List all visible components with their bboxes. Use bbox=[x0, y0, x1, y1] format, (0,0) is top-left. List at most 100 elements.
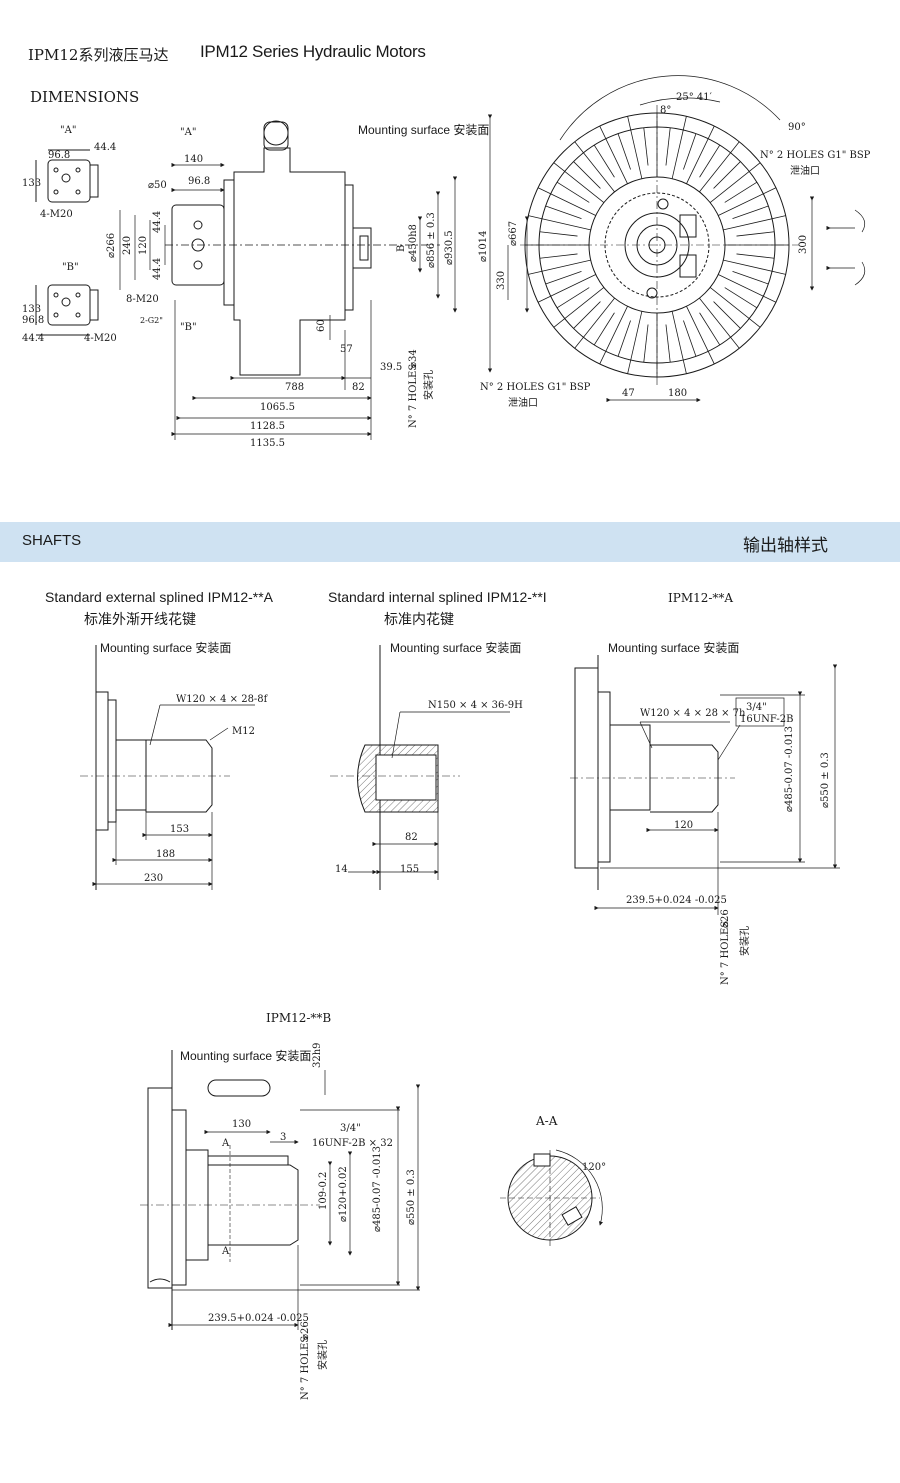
front-holes-top: N° 2 HOLES G1" BSP bbox=[760, 150, 871, 161]
side-b-label: "B" bbox=[180, 322, 197, 333]
shaft-ipm-b-drawing bbox=[140, 1050, 421, 1330]
side-a-label: "A" bbox=[180, 127, 196, 138]
wheel-spoke bbox=[537, 187, 596, 216]
int-mounting: Mounting surface 安装面 bbox=[390, 640, 521, 655]
view-b-dim-133: 133 bbox=[22, 304, 41, 315]
front-angle-8: 8° bbox=[660, 105, 671, 116]
ext-mounting: Mounting surface 安装面 bbox=[100, 640, 231, 655]
wheel-rib bbox=[736, 231, 775, 237]
ipm-b-a-mark-2: A bbox=[221, 1246, 230, 1257]
section-aa-drawing bbox=[500, 1149, 603, 1248]
view-a-dim-133: 133 bbox=[22, 178, 41, 189]
wheel-rib bbox=[556, 181, 590, 203]
wheel-rib bbox=[732, 271, 769, 285]
front-dims bbox=[487, 75, 866, 403]
side-mounting-surface: Mounting surface 安装面 bbox=[358, 122, 489, 137]
wheel-spoke bbox=[686, 125, 715, 184]
wheel-rib bbox=[724, 181, 758, 203]
ipm-a-thread2: 16UNF-2B bbox=[740, 714, 793, 725]
wheel-rib bbox=[556, 287, 590, 309]
wheel-spoke bbox=[671, 116, 687, 179]
dim-2-g2: 2-G2" bbox=[140, 316, 163, 325]
dim-8-m20: 8-M20 bbox=[126, 294, 159, 305]
dim-39-5: 39.5 bbox=[380, 362, 402, 373]
dim-60: 60 bbox=[316, 319, 327, 332]
wheel-rib bbox=[713, 161, 741, 189]
ipm-b-title: IPM12-**B bbox=[266, 1011, 331, 1025]
front-holes-bottom-cn: 泄油口 bbox=[508, 396, 538, 409]
wheel-spoke bbox=[718, 187, 777, 216]
wheel-rib bbox=[539, 231, 578, 237]
int-spline: N150 × 4 × 36-9H bbox=[428, 700, 523, 711]
ipm-a-thread: 3/4" bbox=[746, 702, 767, 713]
shafts-section-bar bbox=[0, 522, 900, 562]
ipm-a-dim-485: ⌀485-0.07 -0.013 bbox=[784, 726, 795, 812]
wheel-spoke bbox=[599, 306, 628, 365]
wheel-spoke bbox=[723, 259, 786, 275]
wheel-spoke bbox=[574, 297, 615, 349]
dim-300: 300 bbox=[798, 235, 809, 254]
view-a-label: "A" bbox=[60, 125, 76, 136]
dim-120: 120 bbox=[138, 236, 149, 255]
wheel-spoke bbox=[709, 287, 761, 328]
wheel-spoke bbox=[723, 215, 786, 231]
ipm-b-dim-239: 239.5+0.024 -0.025 bbox=[208, 1313, 309, 1324]
dim-930: ⌀930.5 bbox=[444, 230, 455, 265]
ipm-a-dim-550: ⌀550 ± 0.3 bbox=[820, 752, 831, 808]
shaft-ipm-a-drawing bbox=[570, 655, 840, 915]
ipm-b-thread: 3/4" bbox=[340, 1123, 361, 1134]
ipm-b-dim-26: ⌀26 bbox=[300, 1321, 311, 1340]
ipm-b-dim-109: 109-0.2 bbox=[318, 1172, 329, 1210]
ipm-b-a-mark: A bbox=[221, 1138, 230, 1149]
wheel-spoke bbox=[574, 141, 615, 193]
ext-title-en: Standard external splined IPM12-**A bbox=[45, 589, 274, 605]
view-b-dim-96: 96.8 bbox=[22, 315, 44, 326]
motor-side-view bbox=[165, 120, 440, 376]
shaft-external-drawing bbox=[80, 645, 255, 890]
holes-7: N° 7 HOLES bbox=[408, 364, 419, 428]
wheel-spoke bbox=[528, 259, 591, 275]
front-holes-bottom: N° 2 HOLES G1" BSP bbox=[480, 382, 591, 393]
ext-dim-153: 153 bbox=[170, 824, 189, 835]
view-a-dim-96: 96.8 bbox=[48, 150, 70, 161]
ipm-a-dim-239: 239.5+0.024 -0.025 bbox=[626, 895, 727, 906]
int-dim-14: 14 bbox=[335, 864, 348, 875]
dim-82: 82 bbox=[352, 382, 365, 393]
ipm-a-title: IPM12-**A bbox=[668, 591, 733, 605]
dim-856: ⌀856 ± 0.3 bbox=[426, 212, 437, 268]
wheel-rib bbox=[593, 144, 615, 178]
section-aa-angle: 120° bbox=[582, 1162, 606, 1173]
wheel-rib bbox=[732, 205, 769, 219]
dim-1128: 1128.5 bbox=[250, 421, 285, 432]
wheel-spoke bbox=[553, 287, 605, 328]
ext-spline: W120 × 4 × 28-8f bbox=[176, 694, 269, 705]
dim-788: 788 bbox=[285, 382, 304, 393]
dim-180: 180 bbox=[668, 388, 687, 399]
ipm-a-dim-26: ⌀26 bbox=[720, 909, 731, 928]
wheel-spoke bbox=[686, 306, 715, 365]
title-en: IPM12 Series Hydraulic Motors bbox=[200, 42, 426, 61]
wheel-spoke bbox=[699, 141, 740, 193]
ipm-b-dim-3: 3 bbox=[280, 1132, 286, 1143]
wheel-rib bbox=[617, 133, 631, 170]
view-b-dim-m20: 4-M20 bbox=[84, 333, 117, 344]
wheel-spoke bbox=[671, 311, 687, 374]
wheel-rib bbox=[643, 324, 649, 363]
int-title-cn: 标准内花键 bbox=[384, 612, 454, 628]
wheel-rib bbox=[593, 312, 615, 346]
wheel-rib bbox=[683, 320, 697, 357]
front-holes-top-cn: 泄油口 bbox=[790, 164, 820, 177]
wheel-rib bbox=[545, 271, 582, 285]
dim-47: 47 bbox=[622, 388, 635, 399]
ipm-b-holes: N° 7 HOLES bbox=[300, 1336, 311, 1400]
ext-m12: M12 bbox=[232, 726, 255, 737]
dim-450: ⌀450h8 bbox=[408, 224, 419, 262]
motor-front-view bbox=[520, 105, 800, 385]
ipm-a-dim-120: 120 bbox=[674, 820, 693, 831]
int-dim-155: 155 bbox=[400, 864, 419, 875]
wheel-rib bbox=[573, 301, 601, 329]
ipm-a-spline: W120 × 4 × 28 × 7h bbox=[640, 708, 746, 719]
wheel-spoke bbox=[709, 162, 761, 203]
wheel-rib bbox=[699, 312, 721, 346]
